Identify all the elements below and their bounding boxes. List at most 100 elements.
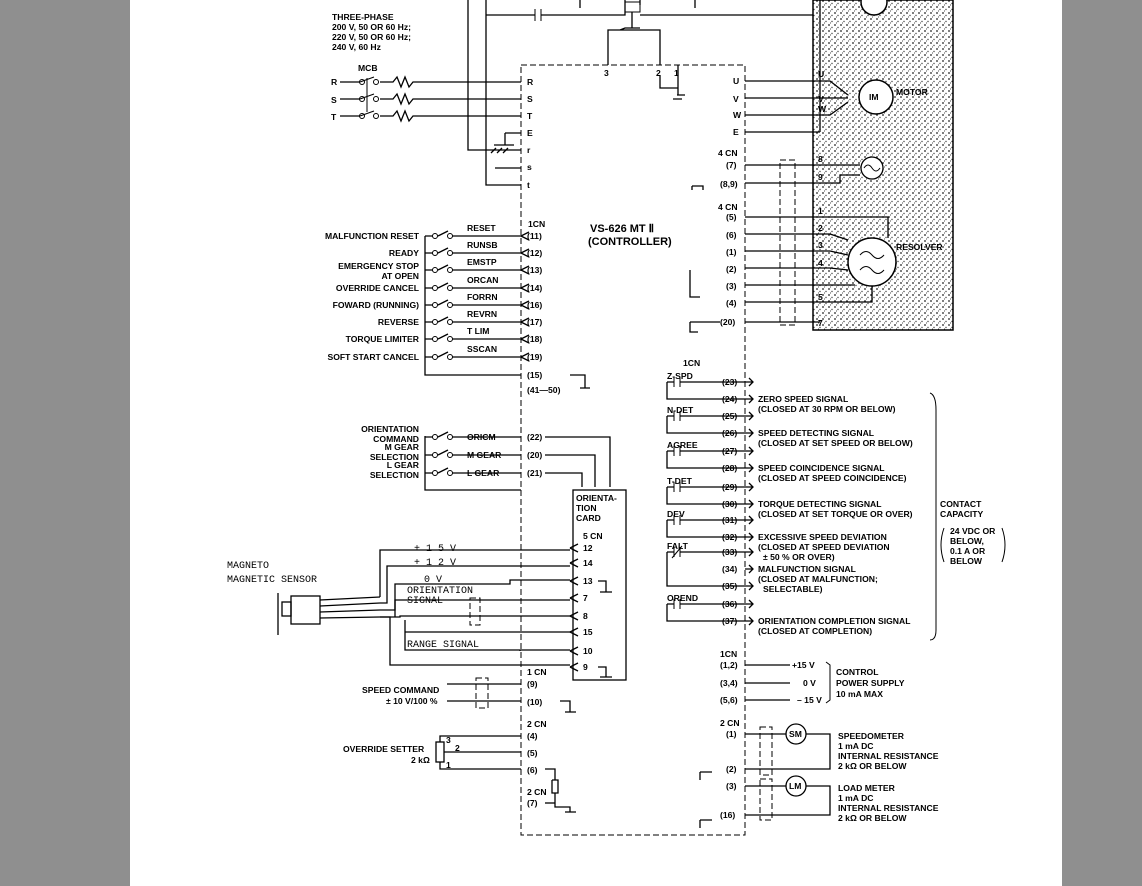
svg-text:ORIENTATION: ORIENTATION	[407, 586, 473, 597]
output-arrow	[745, 547, 754, 557]
svg-text:V: V	[733, 94, 739, 104]
svg-text:200 V, 50 OR 60 Hz;: 200 V, 50 OR 60 Hz;	[332, 22, 411, 32]
contact-dot	[432, 336, 438, 342]
svg-text:r: r	[527, 145, 531, 155]
svg-text:CONTROL: CONTROL	[836, 667, 879, 677]
card-pin: 7	[583, 593, 588, 603]
output-desc1: SPEED COINCIDENCE SIGNAL	[758, 463, 885, 473]
output-desc2: (CLOSED AT 30 RPM OR BELOW)	[758, 404, 896, 414]
svg-text:2 kΩ OR BELOW: 2 kΩ OR BELOW	[838, 813, 907, 823]
contact-dot	[432, 470, 438, 476]
contact-dot	[447, 285, 453, 291]
card-pin: 13	[583, 576, 593, 586]
output-pin: (34)	[722, 564, 737, 574]
svg-text:R: R	[331, 77, 338, 87]
speed-command: 1 CN (9) (10) SPEED COMMAND ± 10 V/100 %	[362, 667, 576, 713]
svg-text:1CN: 1CN	[720, 649, 737, 659]
input-signal: EMSTP	[467, 257, 497, 267]
svg-text:(5,6): (5,6)	[720, 695, 738, 705]
control-power-supply: 1CN (1,2) (3,4) (5,6) +15 V 0 V – 15 V C…	[720, 649, 905, 705]
arrow	[520, 352, 530, 362]
power-terminals: R S T E r s t	[527, 77, 534, 190]
output-contact	[673, 411, 681, 421]
card-arrow	[569, 611, 579, 621]
svg-text:RANGE SIGNAL: RANGE SIGNAL	[407, 640, 479, 651]
orientation-card: ORIENTA- TION CARD 5 CN	[572, 489, 627, 681]
arrow	[520, 317, 530, 327]
svg-text:240 V, 60 Hz: 240 V, 60 Hz	[332, 42, 381, 52]
inputs-cn: 1CN	[528, 219, 545, 229]
output-wire	[666, 519, 745, 538]
svg-text:+15 V: +15 V	[792, 660, 815, 670]
svg-text:1 mA DC: 1 mA DC	[838, 741, 874, 751]
output-desc1: ZERO SPEED SIGNAL	[758, 394, 848, 404]
orient-desc: ORIENTATION	[361, 424, 419, 434]
svg-text:5: 5	[818, 292, 823, 302]
input-pin: (16)	[527, 300, 542, 310]
svg-text:3: 3	[604, 68, 609, 78]
input-wire	[425, 282, 521, 289]
output-desc1: ORIENTATION COMPLETION SIGNAL	[758, 616, 910, 626]
input-row: FOWARD (RUNNING)FORRN(16)	[333, 292, 543, 310]
input-wire	[425, 333, 521, 340]
svg-text:(2): (2)	[726, 264, 737, 274]
output-arrow	[745, 482, 754, 492]
svg-text:T: T	[527, 111, 533, 121]
output-contact	[671, 545, 683, 559]
input-desc: EMERGENCY STOP	[338, 261, 419, 271]
output-arrow	[745, 515, 754, 525]
svg-text:1: 1	[674, 68, 679, 78]
svg-text:W: W	[733, 110, 742, 120]
output-brace	[929, 392, 937, 641]
svg-text:MOTOR: MOTOR	[896, 87, 929, 97]
output-desc1: SPEED DETECTING SIGNAL	[758, 428, 874, 438]
svg-text:4 CN: 4 CN	[718, 148, 738, 158]
input-signal: SSCAN	[467, 344, 497, 354]
output-signal: AGREE	[667, 440, 698, 450]
output-signal: FALT	[667, 541, 689, 551]
svg-text:3: 3	[818, 240, 823, 250]
svg-text:E: E	[527, 128, 533, 138]
svg-text:V: V	[818, 94, 824, 104]
contact-dot	[432, 267, 438, 273]
svg-text:OVERRIDE SETTER: OVERRIDE SETTER	[343, 744, 425, 754]
svg-text:+ 1 2 V: + 1 2 V	[414, 558, 456, 569]
arrow	[520, 283, 530, 293]
input-wire	[425, 264, 521, 271]
contact-dot	[432, 233, 438, 239]
input-signals: MALFUNCTION RESETRESET(11)READYRUNSB(12)…	[325, 223, 542, 362]
contact-dot	[432, 452, 438, 458]
svg-text:s: s	[527, 162, 532, 172]
svg-text:CAPACITY: CAPACITY	[940, 509, 984, 519]
output-contact	[673, 377, 681, 387]
input-signal: RUNSB	[467, 240, 498, 250]
svg-text:T: T	[331, 112, 337, 122]
svg-text:S: S	[331, 95, 337, 105]
svg-text:2 kΩ OR BELOW: 2 kΩ OR BELOW	[838, 761, 907, 771]
output-desc1: MALFUNCTION SIGNAL	[758, 564, 856, 574]
svg-text:LM: LM	[789, 781, 801, 791]
power-inputs: R S T	[331, 75, 521, 169]
contact-dot	[447, 452, 453, 458]
input-pin: (19)	[527, 352, 542, 362]
output-contact	[673, 446, 681, 456]
orient-pin: (22)	[527, 432, 542, 442]
input-wire	[425, 351, 521, 358]
input-desc: TORQUE LIMITER	[346, 334, 420, 344]
controller-name: VS-626 MT Ⅱ	[590, 223, 654, 235]
svg-text:2 kΩ: 2 kΩ	[411, 755, 430, 765]
contact-dot	[447, 233, 453, 239]
output-row: Z-SPD(23)(24)ZERO SPEED SIGNAL(CLOSED AT…	[666, 371, 896, 414]
card-arrow	[569, 662, 579, 672]
svg-text:9: 9	[818, 172, 823, 182]
svg-text:THREE-PHASE: THREE-PHASE	[332, 12, 394, 22]
svg-text:R: R	[527, 77, 534, 87]
output-arrow	[745, 377, 754, 387]
cn4-fan: 4 CN (7) (8,9) 8 9	[691, 148, 884, 190]
svg-text:(1): (1)	[726, 729, 737, 739]
output-signal: DEV	[667, 509, 685, 519]
